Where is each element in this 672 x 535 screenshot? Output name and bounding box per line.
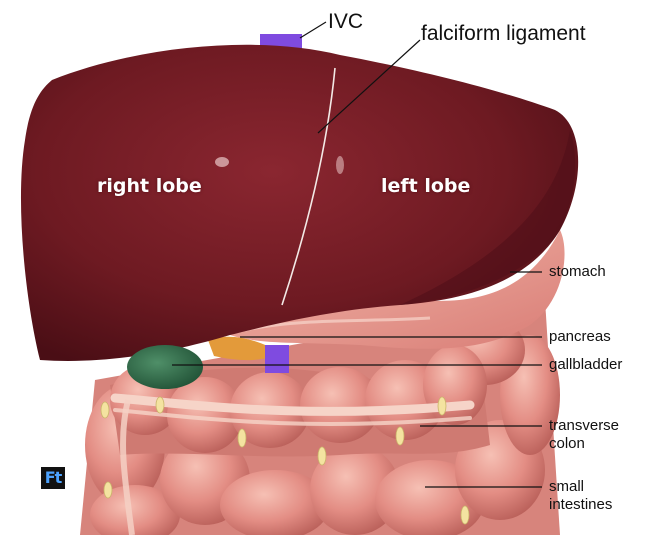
transverse-colon-shape bbox=[110, 345, 490, 457]
label-transverse-colon-line1: transverse bbox=[549, 417, 620, 434]
gallbladder-shape bbox=[127, 345, 203, 389]
label-transverse-colon-line2: colon bbox=[549, 435, 585, 452]
pancreas-shape bbox=[208, 336, 278, 361]
label-falciform-ligament: falciform ligament bbox=[421, 22, 586, 45]
label-stomach: stomach bbox=[549, 263, 606, 280]
label-ivc: IVC bbox=[328, 10, 364, 33]
label-small-intestines: small intestines bbox=[549, 478, 612, 514]
label-left-lobe: left lobe bbox=[381, 175, 471, 197]
label-pancreas: pancreas bbox=[549, 328, 611, 345]
label-transverse-colon: transverse colon bbox=[549, 417, 619, 453]
label-gallbladder: gallbladder bbox=[549, 356, 623, 373]
label-small-intestines-line1: small bbox=[549, 478, 585, 495]
leader-falciform bbox=[317, 39, 421, 134]
label-right-lobe: right lobe bbox=[97, 175, 202, 197]
ft-logo: Ft bbox=[41, 467, 65, 489]
leader-lines bbox=[172, 21, 542, 488]
leader-ivc bbox=[299, 21, 327, 39]
label-small-intestines-line2: intestines bbox=[549, 496, 613, 513]
liver-shape bbox=[20, 44, 579, 361]
